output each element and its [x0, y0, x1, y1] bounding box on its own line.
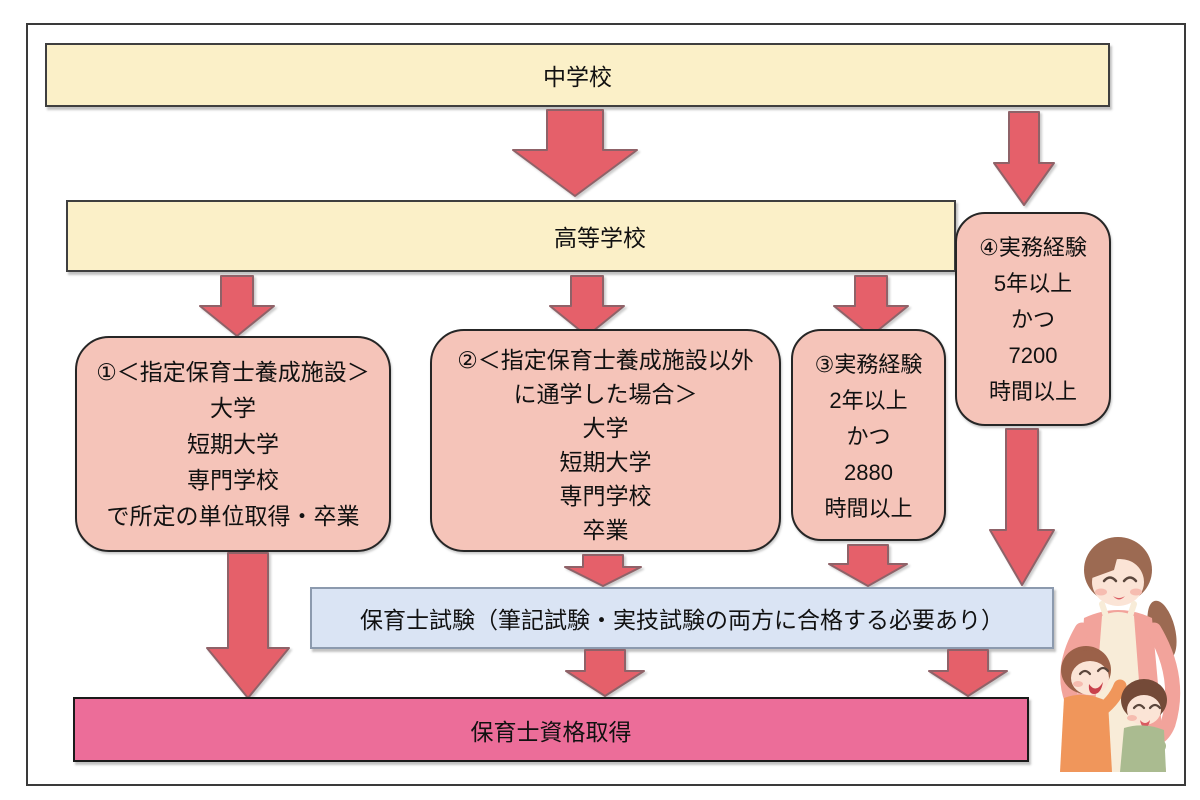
box-route2-non-designated-school: ②＜指定保育士養成施設以外 に通学した場合＞ 大学 短期大学 専門学校 卒業 [430, 329, 781, 552]
arrow-high-to-route2-icon [549, 275, 625, 337]
junior-high-label: 中学校 [543, 64, 612, 90]
exam-label: 保育士試験（筆記試験・実技試験の両方に合格する必要あり） [360, 607, 1004, 633]
arrow-high-to-route3-icon [833, 275, 909, 337]
arrow-junior-to-route4-icon [993, 111, 1055, 206]
route1-line: ①＜指定保育士養成施設＞ [96, 359, 370, 385]
route2-line: 専門学校 [559, 483, 652, 509]
route2-line: に通学した場合＞ [513, 381, 698, 407]
route3-line: 時間以上 [824, 496, 913, 521]
route2-line: ②＜指定保育士養成施設以外 [457, 347, 754, 373]
box-license-acquired: 保育士資格取得 [73, 697, 1029, 762]
box-route4-work-experience-5years: ④実務経験 5年以上 かつ 7200 時間以上 [955, 212, 1111, 426]
route1-line: 大学 [210, 395, 256, 421]
route3-line: 2880 [844, 460, 893, 485]
arrow-high-to-route1-icon [199, 275, 275, 337]
route3-line: 2年以上 [829, 388, 908, 413]
arrow-route3-to-exam-icon [828, 544, 908, 587]
route1-line: 短期大学 [187, 431, 279, 457]
box-junior-high-school: 中学校 [45, 43, 1110, 107]
route2-line: 卒業 [582, 517, 629, 543]
arrow-route1-to-license-icon [206, 552, 290, 699]
box-route1-designated-training-facility: ①＜指定保育士養成施設＞ 大学 短期大学 専門学校 で所定の単位取得・卒業 [75, 336, 391, 552]
route1-line: で所定の単位取得・卒業 [106, 503, 360, 529]
route3-line: ③実務経験 [814, 352, 923, 377]
arrow-route4-to-exam-icon [989, 428, 1055, 586]
box-high-school: 高等学校 [66, 200, 956, 272]
teacher-children-illustration [1060, 537, 1181, 772]
route4-line: 7200 [1008, 343, 1058, 368]
route4-line: 時間以上 [988, 379, 1077, 404]
box-route3-work-experience-2years: ③実務経験 2年以上 かつ 2880 時間以上 [791, 329, 946, 541]
route1-line: 専門学校 [187, 467, 279, 493]
license-label: 保育士資格取得 [470, 718, 632, 745]
arrow-exam-right-to-license-icon [928, 649, 1008, 697]
arrow-route2-to-exam-icon [564, 554, 642, 587]
arrow-exam-left-to-license-icon [565, 649, 645, 697]
high-school-label: 高等学校 [554, 225, 646, 251]
route4-line: 5年以上 [993, 271, 1073, 296]
route4-line: ④実務経験 [979, 235, 1087, 260]
route2-line: 大学 [582, 415, 629, 441]
arrow-junior-to-high-icon [512, 109, 638, 197]
route2-line: 短期大学 [559, 449, 652, 475]
box-childcare-exam: 保育士試験（筆記試験・実技試験の両方に合格する必要あり） [310, 587, 1054, 649]
route4-line: かつ [1010, 307, 1055, 332]
route3-line: かつ [846, 424, 891, 449]
